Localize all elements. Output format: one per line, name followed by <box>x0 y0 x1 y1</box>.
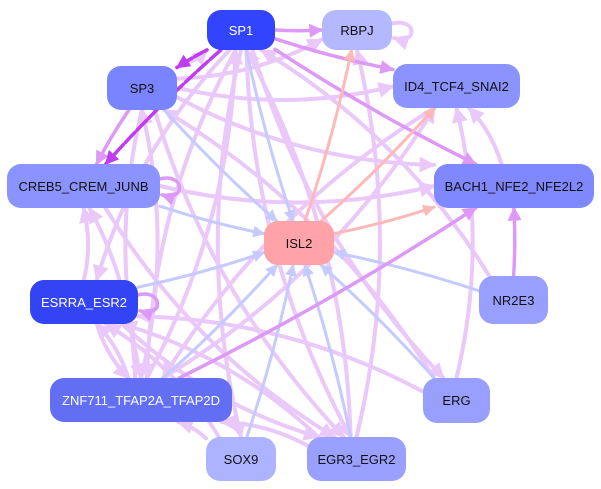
edge-nr2e3-to-bach1_nfe2_nfe2l2 <box>507 206 522 278</box>
edge-znf711_tfap2a_tfap2d-to-sp3 <box>137 108 160 380</box>
edge-znf711_tfap2a_tfap2d-to-esrra_esr2 <box>94 322 131 380</box>
node-label: CREB5_CREM_JUNB <box>18 178 149 194</box>
node-bach1-nfe2-nfe2l2[interactable]: BACH1_NFE2_NFE2L2 <box>434 164 594 208</box>
edge-egr3_egr2-to-znf711_tfap2a_tfap2d <box>219 414 309 448</box>
edge-erg-to-isl2 <box>319 263 436 380</box>
node-znf711-tfap2a-tfap2d[interactable]: ZNF711_TFAP2A_TFAP2D <box>50 378 232 422</box>
edge-sp1-to-sp3 <box>175 48 209 70</box>
node-creb5-crem-junb[interactable]: CREB5_CREM_JUNB <box>7 164 160 208</box>
node-label: SOX9 <box>223 451 259 467</box>
node-label: RBPJ <box>340 22 374 38</box>
edge-sox9-to-znf711_tfap2a_tfap2d <box>176 418 208 441</box>
node-rbpj[interactable]: RBPJ <box>322 10 392 50</box>
edge-esrra_esr2-to-esrra_esr2 <box>134 292 160 322</box>
node-label: ID4_TCF4_SNAI2 <box>404 78 509 94</box>
node-label: ZNF711_TFAP2A_TFAP2D <box>62 392 220 408</box>
edge-znf711_tfap2a_tfap2d-to-isl2 <box>161 263 279 380</box>
edge-sox9-to-isl2 <box>245 263 297 439</box>
edge-sp1-to-id4_tcf4_snai2 <box>273 37 395 74</box>
edge-erg-to-esrra_esr2 <box>136 308 425 394</box>
edge-creb5_crem_junb-to-creb5_crem_junb <box>156 176 182 206</box>
node-label: SP1 <box>228 22 254 38</box>
edge-creb5_crem_junb-to-bach1_nfe2_nfe2l2 <box>158 181 436 205</box>
edge-bach1_nfe2_nfe2l2-to-id4_tcf4_snai2 <box>467 106 504 166</box>
edge-erg-to-id4_tcf4_snai2 <box>452 106 475 380</box>
node-label: SP3 <box>129 80 155 96</box>
edge-sp1-to-rbpj <box>273 23 324 38</box>
node-label: ESRRA_ESR2 <box>41 294 127 310</box>
node-nr2e3[interactable]: NR2E3 <box>479 276 548 324</box>
node-id4-tcf4-snai2[interactable]: ID4_TCF4_SNAI2 <box>393 64 520 108</box>
node-esrra-esr2[interactable]: ESRRA_ESR2 <box>30 280 138 324</box>
edge-sp1-to-bach1_nfe2_nfe2l2 <box>273 47 478 166</box>
edge-egr3_egr2-to-esrra_esr2 <box>120 320 321 439</box>
edge-isl2-to-rbpj <box>303 48 356 223</box>
node-label: ERG <box>442 393 471 408</box>
edge-sp3-to-creb5_crem_junb <box>94 108 131 166</box>
edge-egr3_egr2-to-rbpj <box>352 48 382 439</box>
node-egr3-egr2[interactable]: EGR3_EGR2 <box>307 437 406 481</box>
edge-egr3_egr2-to-isl2 <box>302 263 353 439</box>
node-isl2[interactable]: ISL2 <box>264 221 334 265</box>
node-sp3[interactable]: SP3 <box>107 66 177 110</box>
edge-nr2e3-to-sp1 <box>259 48 492 278</box>
edge-esrra_esr2-to-creb5_crem_junb <box>79 206 95 282</box>
edge-creb5_crem_junb-to-isl2 <box>158 204 266 238</box>
node-erg[interactable]: ERG <box>423 378 490 423</box>
edge-rbpj-to-rbpj <box>388 20 414 51</box>
node-label: EGR3_EGR2 <box>317 451 396 467</box>
node-sox9[interactable]: SOX9 <box>206 437 276 481</box>
edge-isl2-to-id4_tcf4_snai2 <box>319 106 436 223</box>
edge-znf711_tfap2a_tfap2d-to-sp1 <box>144 48 244 380</box>
edge-nr2e3-to-isl2 <box>332 248 481 293</box>
node-label: ISL2 <box>285 235 313 251</box>
edge-esrra_esr2-to-isl2 <box>136 250 266 289</box>
edge-sp1-to-isl2 <box>244 48 296 223</box>
edge-isl2-to-bach1_nfe2_nfe2l2 <box>332 204 436 236</box>
node-label: BACH1_NFE2_NFE2L2 <box>444 178 584 194</box>
node-label: NR2E3 <box>492 292 535 308</box>
edge-sp3-to-isl2 <box>162 108 279 223</box>
node-sp1[interactable]: SP1 <box>207 10 275 50</box>
edge-znf711_tfap2a_tfap2d-to-bach1_nfe2_nfe2l2 <box>177 206 478 380</box>
